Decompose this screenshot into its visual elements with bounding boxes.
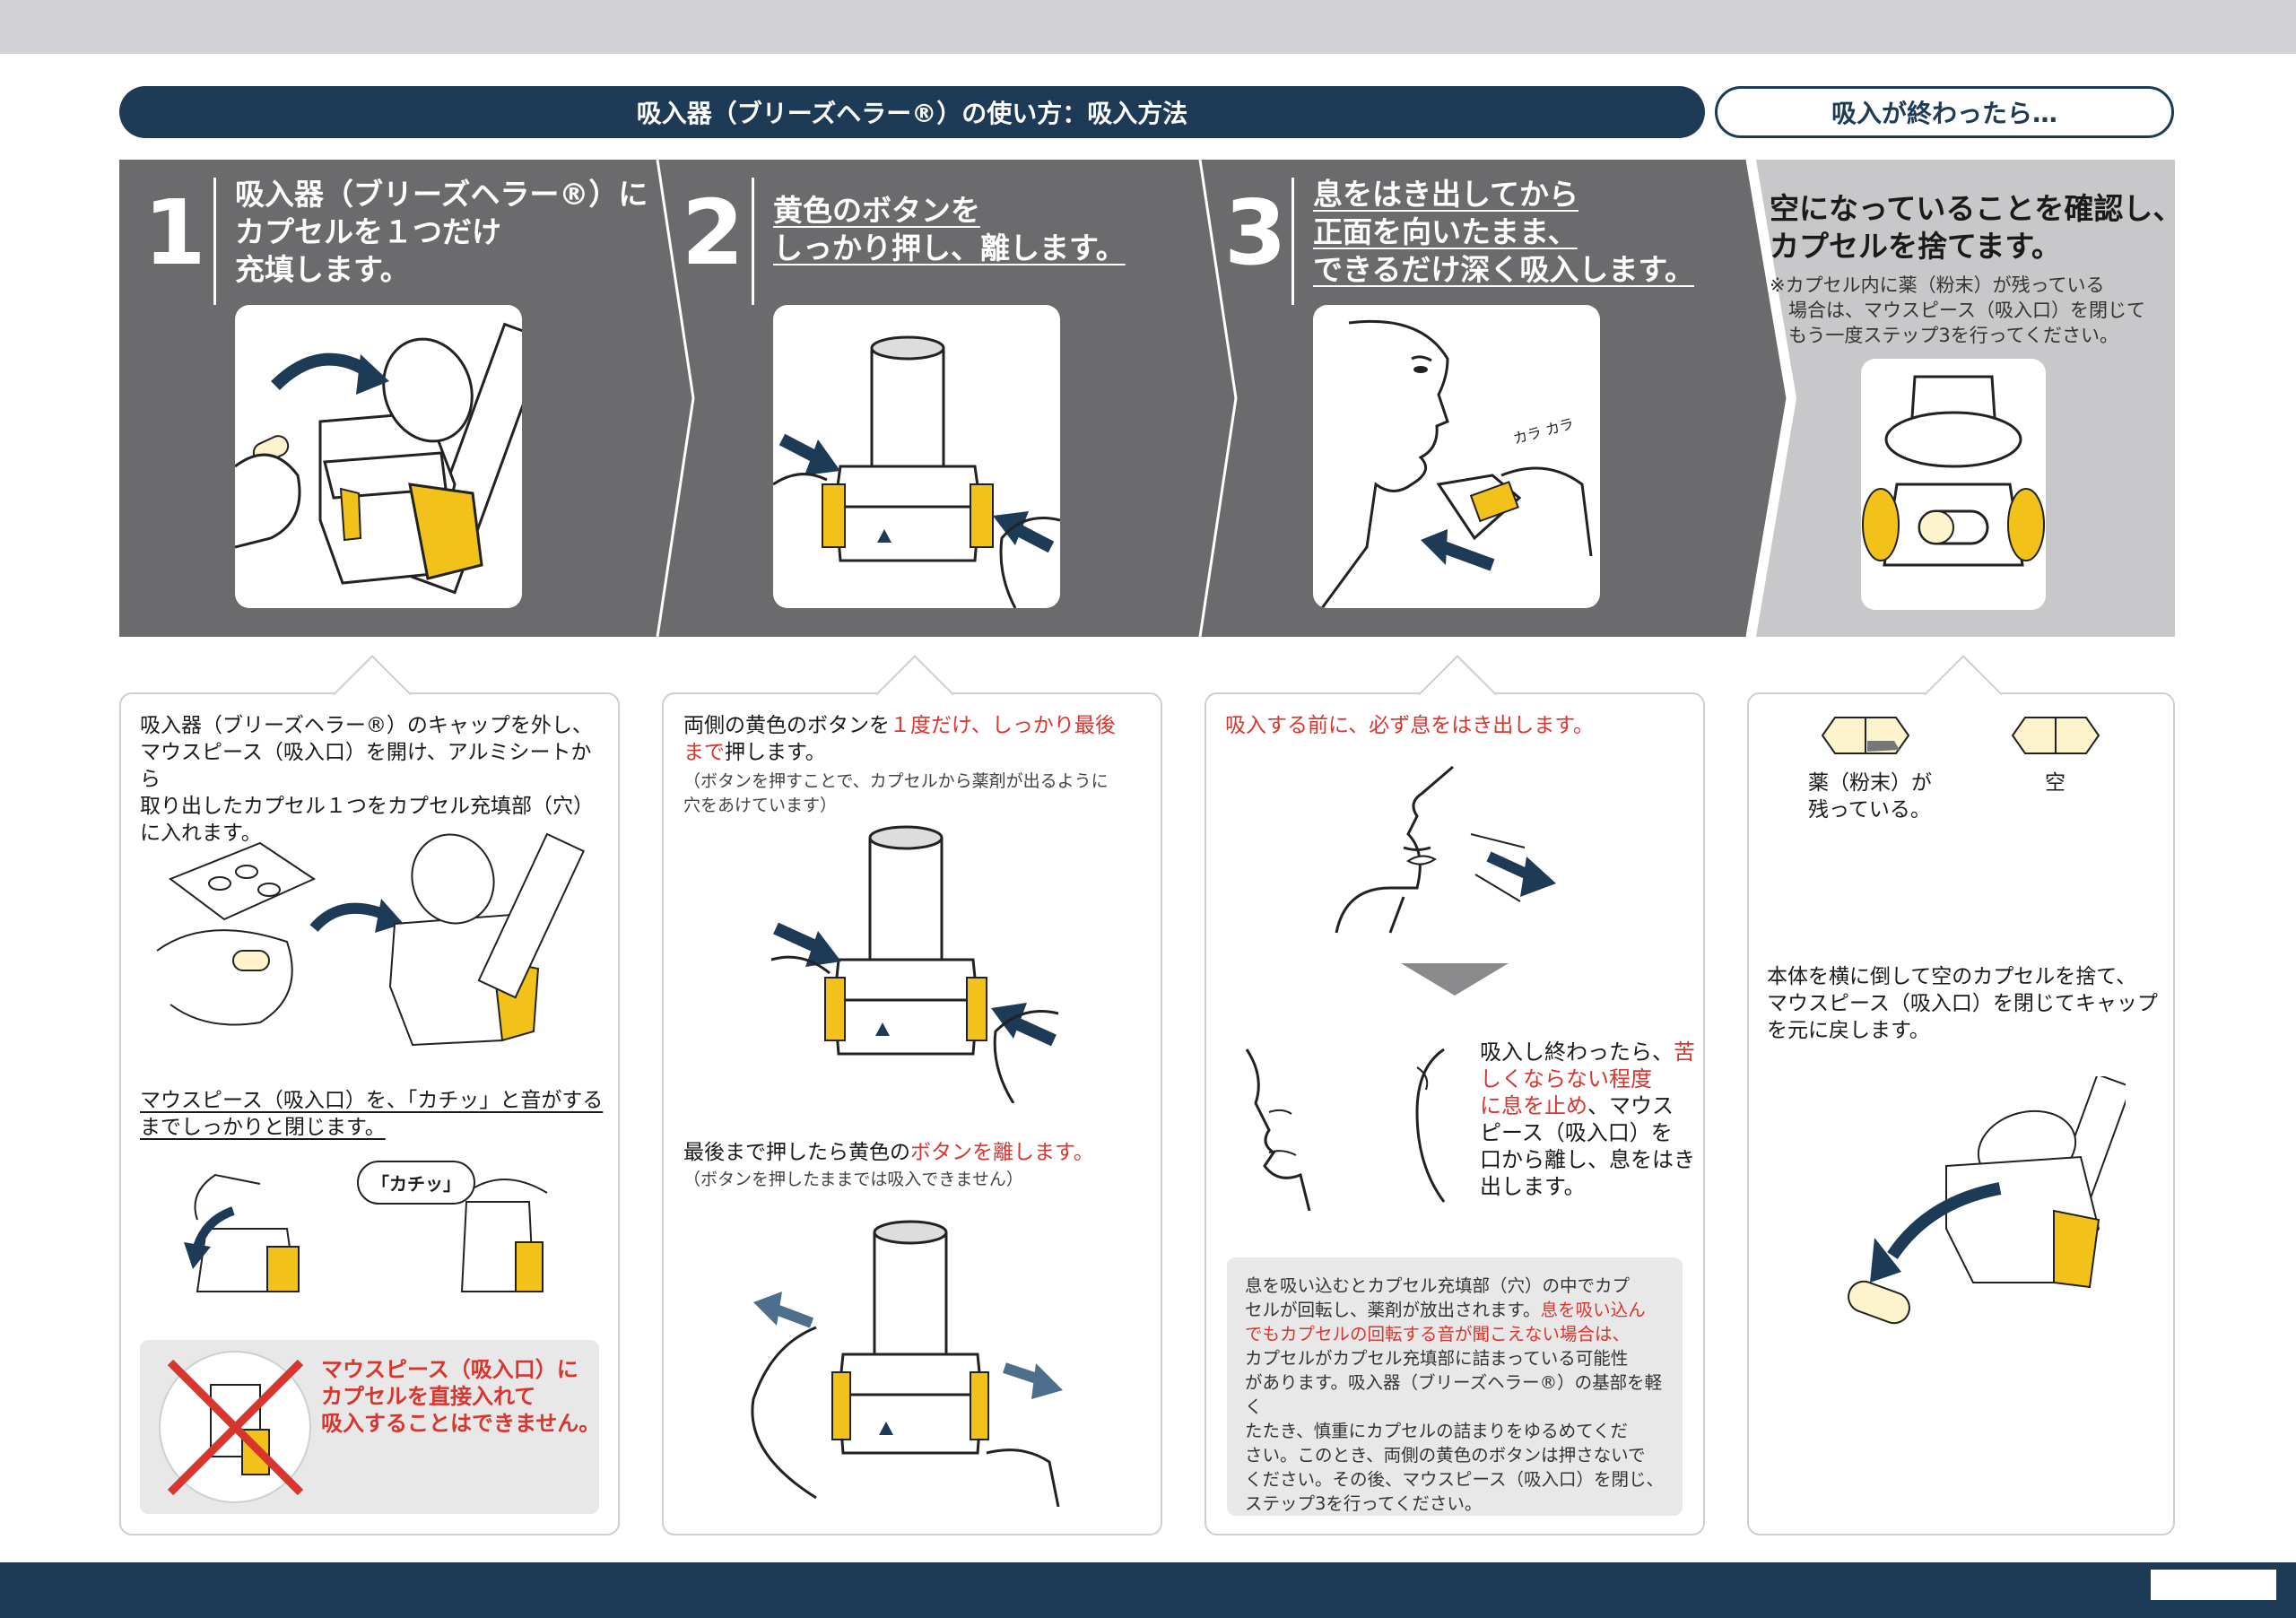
after-title: 空になっていることを確認し、 カプセルを捨てます。 bbox=[1770, 191, 2183, 264]
panel-2-note-2: （ボタンを押したままでは吸入できません） bbox=[683, 1170, 1023, 1189]
step-1-number: 1 bbox=[144, 180, 206, 285]
step-1-illustration bbox=[235, 305, 522, 608]
panel-3-instruction-1: 吸入する前に、必ず息をはき出します。 bbox=[1225, 714, 1595, 737]
capsule-with-powder-icon bbox=[1821, 717, 1910, 754]
step-2-illustration bbox=[773, 305, 1060, 608]
top-margin-bar bbox=[0, 0, 2296, 54]
label-empty: 空 bbox=[2045, 771, 2066, 795]
panel-3-instruction-2: 吸入し終わったら、苦しくならない程度 に息を止め、マウス ピース（吸入口）を 口… bbox=[1480, 1040, 1695, 1199]
step-1-divider bbox=[213, 178, 216, 305]
step-2-title: 黄色のボタンを しっかり押し、離します。 bbox=[773, 193, 1126, 265]
step-3-title: 息をはき出してから 正面を向いたまま、 できるだけ深く吸入します。 bbox=[1313, 177, 1695, 287]
step-3-divider bbox=[1292, 178, 1294, 305]
panel-notch bbox=[1924, 655, 2003, 734]
panel-4-instruction: 本体を横に倒して空のカプセルを捨て、 マウスピース（吸入口）を閉じてキャップ を… bbox=[1767, 965, 2158, 1042]
after-inhalation-banner: 吸入が終わったら… bbox=[1715, 86, 2174, 138]
no-direct-capsule-icon bbox=[159, 1351, 311, 1503]
step-2-divider bbox=[752, 178, 754, 305]
main-title-banner: 吸入器（ブリーズヘラー®）の使い方：吸入方法 bbox=[119, 86, 1705, 138]
page-number-box bbox=[2151, 1570, 2276, 1600]
panel-1-close-illustration bbox=[184, 1173, 548, 1292]
label-powder-remaining: 薬（粉末）が 残っている。 bbox=[1808, 771, 1932, 822]
down-triangle-icon bbox=[1401, 963, 1509, 996]
panel-1-instruction-1: 吸入器（ブリーズヘラー®）のキャップを外し、 マウスピース（吸入口）を開け、アル… bbox=[140, 714, 594, 845]
step-1-title: 吸入器（ブリーズヘラー®）に カプセルを１つだけ 充填します。 bbox=[235, 177, 648, 287]
step-3-illustration: カラ カラ bbox=[1313, 305, 1600, 608]
panel-2-instruction-1: 両側の黄色のボタンを１度だけ、しっかり最後 まで押します。 bbox=[683, 714, 1116, 764]
step-3-number: 3 bbox=[1224, 180, 1287, 285]
panel-2-release-illustration bbox=[751, 1220, 1063, 1507]
panel-3-info-text: 息を吸い込むとカプセル充填部（穴）の中でカプ セルが回転し、薬剤が放出されます。… bbox=[1245, 1275, 1665, 1514]
panel-2-note-1: （ボタンを押すことで、カプセルから薬剤が出るように 穴をあけています） bbox=[683, 771, 1109, 815]
capsule-empty-icon bbox=[2011, 717, 2100, 754]
panel-1-capsule-insert-illustration bbox=[156, 832, 586, 1047]
bottom-footer-bar bbox=[0, 1562, 2296, 1618]
panel-3-exhale-illustration bbox=[1335, 765, 1556, 934]
panel-4-discard-illustration bbox=[1848, 1076, 2126, 1325]
after-note: ※カプセル内に薬（粉末）が残っている 場合は、マウスピース（吸入口）を閉じて も… bbox=[1770, 274, 2145, 346]
step-2-number: 2 bbox=[682, 180, 744, 285]
panel-3-hold-breath-illustration bbox=[1245, 1048, 1446, 1211]
panel-1-warning-text: マウスピース（吸入口）に カプセルを直接入れて 吸入することはできません。 bbox=[321, 1357, 601, 1436]
panel-2-press-illustration bbox=[770, 825, 1059, 1103]
svg-text:カラ カラ: カラ カラ bbox=[1511, 415, 1576, 448]
after-illustration bbox=[1861, 359, 2046, 610]
panel-3-info-box bbox=[1227, 1257, 1683, 1516]
panel-1-instruction-2: マウスピース（吸入口）を、「カチッ」と音がする までしっかりと閉じます。 bbox=[140, 1089, 604, 1139]
click-sound-bubble: 「カチッ」 bbox=[357, 1161, 475, 1205]
panel-2-instruction-2: 最後まで押したら黄色のボタンを離します。 bbox=[683, 1141, 1094, 1164]
